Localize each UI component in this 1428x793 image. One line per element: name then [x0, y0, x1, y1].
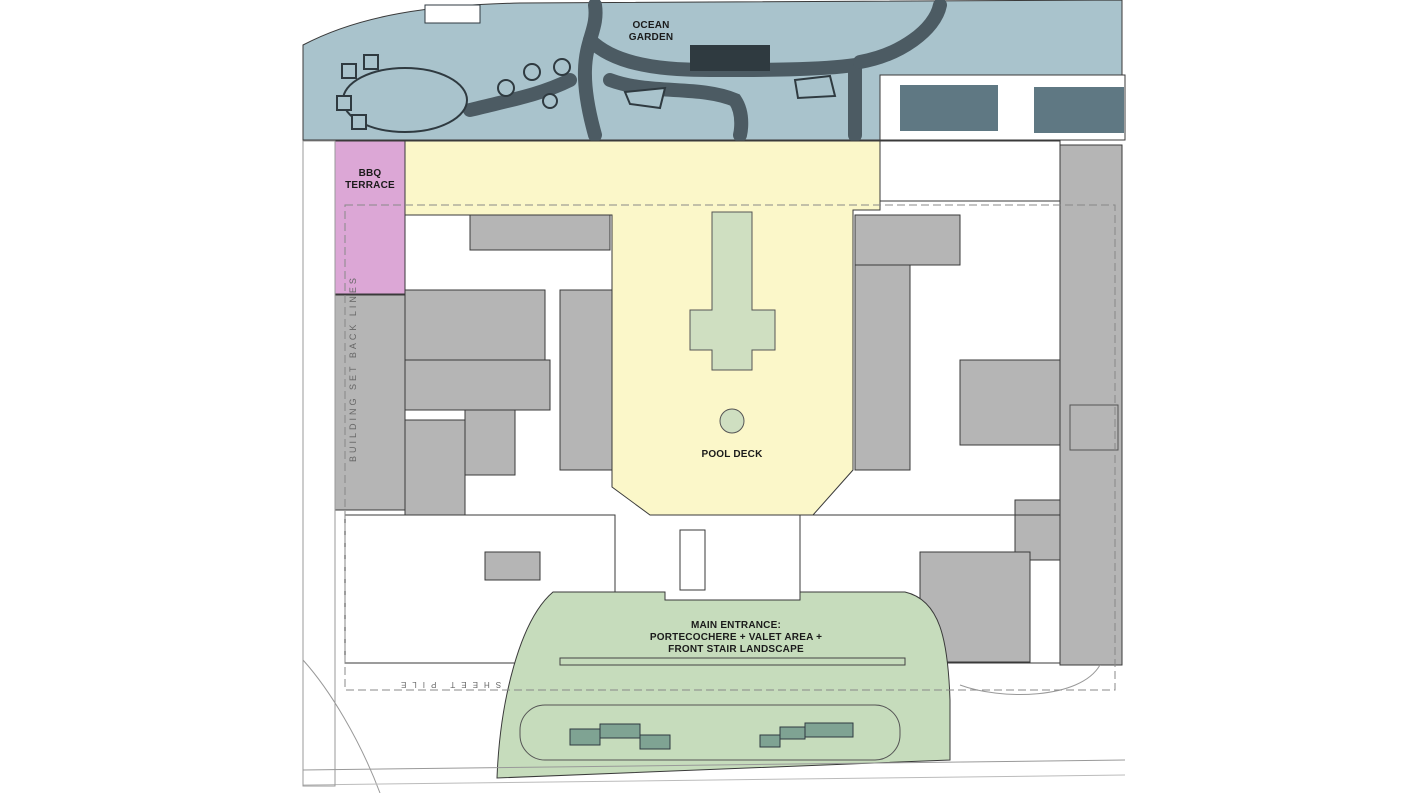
setback-label: BUILDING SET BACK LINES — [348, 275, 358, 462]
spa — [719, 408, 745, 434]
garden-deck — [424, 4, 481, 24]
garden-chairs — [336, 54, 837, 130]
pool — [689, 211, 776, 371]
ocean-garden-label: OCEAN GARDEN — [628, 20, 674, 43]
entrance-planters — [569, 722, 854, 750]
court-2 — [1034, 87, 1124, 133]
entry-stair — [679, 529, 706, 591]
left-wing — [334, 214, 613, 516]
bbq-terrace-zone — [334, 140, 406, 295]
pool-deck-label: POOL DECK — [701, 449, 763, 460]
main-entrance-label: MAIN ENTRANCE: PORTECOCHERE + VALET AREA… — [649, 620, 823, 655]
bbq-terrace-label: BBQ TERRACE — [345, 168, 395, 191]
court-1 — [900, 85, 998, 131]
garden-pavilion — [690, 45, 770, 71]
sheet-pile-label: SHEET PILE — [395, 680, 502, 689]
